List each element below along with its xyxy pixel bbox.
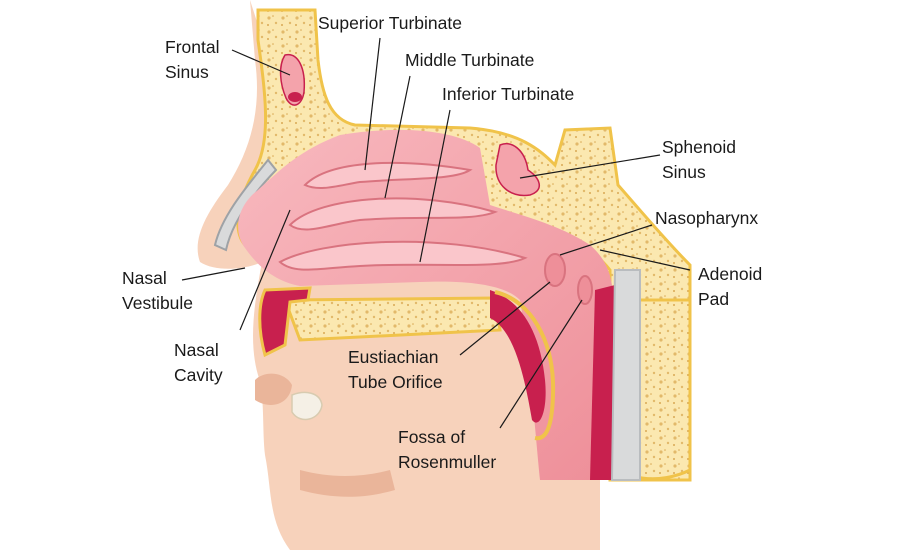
longus-ligament: [610, 269, 641, 481]
label-eustachian-tube-orifice: Eustiachian Tube Orifice: [348, 347, 443, 392]
sphenoid-sinus-cavity: [495, 143, 540, 197]
middle-turbinate-shape: [288, 197, 499, 231]
pharynx-muscle: [590, 285, 615, 480]
label-eustachian-line2: Tube Orifice: [348, 372, 443, 392]
label-sphenoid-sinus-line2: Sinus: [662, 162, 706, 182]
inferior-turbinate-shape: [278, 240, 528, 271]
label-sphenoid-sinus-line1: Sphenoid: [662, 137, 736, 157]
superior-turbinate-shape: [303, 161, 473, 189]
label-frontal-sinus: Frontal Sinus: [165, 37, 224, 82]
label-frontal-sinus-line2: Sinus: [165, 62, 209, 82]
fossa-shape: [577, 275, 593, 305]
label-frontal-sinus-line1: Frontal: [165, 37, 219, 57]
hard-palate: [282, 296, 502, 342]
label-fossa-of-rosenmuller: Fossa of Rosenmuller: [398, 427, 496, 472]
label-middle-turbinate: Middle Turbinate: [405, 50, 534, 70]
label-fossa-line2: Rosenmuller: [398, 452, 496, 472]
frontal-sinus-cavity: [279, 53, 306, 106]
leader-lines: [181, 37, 691, 429]
label-sphenoid-sinus: Sphenoid Sinus: [662, 137, 741, 182]
label-nasal-vestibule-line1: Nasal: [122, 268, 167, 288]
soft-palate-outline: [494, 290, 556, 441]
label-nasal-cavity-line2: Cavity: [174, 365, 223, 385]
label-adenoid-pad-line2: Pad: [698, 289, 729, 309]
label-superior-turbinate: Superior Turbinate: [318, 13, 462, 33]
label-nasopharynx: Nasopharynx: [655, 208, 758, 228]
label-fossa-line1: Fossa of: [398, 427, 465, 447]
labels: Frontal Sinus Superior Turbinate Middle …: [122, 13, 767, 472]
soft-palate: [490, 290, 546, 423]
label-nasal-cavity-line1: Nasal: [174, 340, 219, 360]
tooth: [291, 391, 323, 421]
lower-lip: [300, 470, 395, 497]
label-nasal-vestibule-line2: Vestibule: [122, 293, 193, 313]
label-eustachian-line1: Eustiachian: [348, 347, 438, 367]
frontal-sinus-spot: [288, 92, 302, 102]
label-nasal-cavity: Nasal Cavity: [174, 340, 224, 385]
label-adenoid-pad-line1: Adenoid: [698, 264, 762, 284]
label-adenoid-pad: Adenoid Pad: [698, 264, 767, 309]
label-inferior-turbinate: Inferior Turbinate: [442, 84, 574, 104]
upper-lip: [255, 373, 292, 405]
label-nasal-vestibule: Nasal Vestibule: [122, 268, 193, 313]
premaxilla-muscle: [258, 286, 312, 358]
eustachian-orifice-shape: [544, 253, 566, 287]
